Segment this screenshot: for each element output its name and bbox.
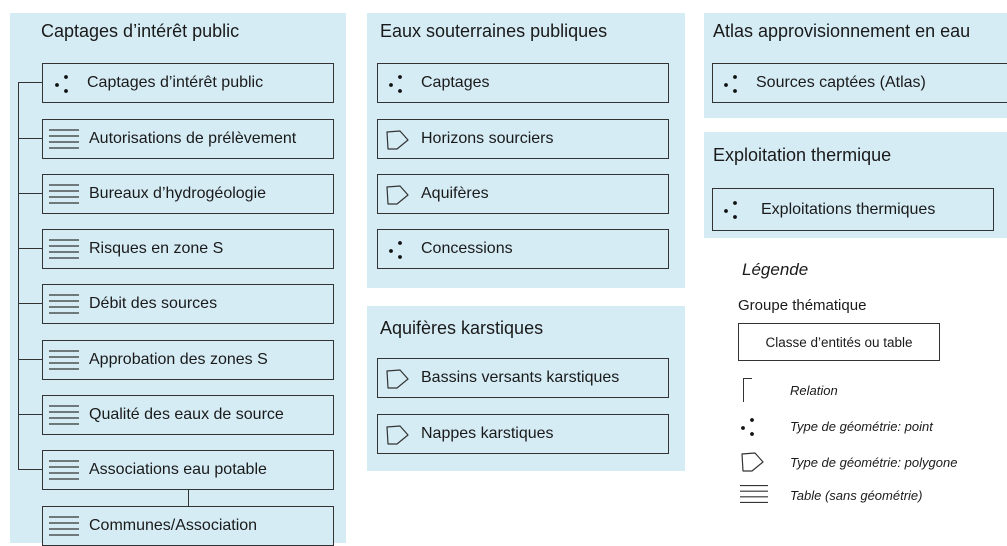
entity-label: Nappes karstiques <box>421 425 554 442</box>
entity-label: Concessions <box>421 240 513 257</box>
entity-sources-captees-atlas[interactable]: Sources captées (Atlas) <box>712 63 1007 103</box>
entity-label: Communes/Association <box>89 517 258 534</box>
legend-group-label: Groupe thématique <box>738 297 867 314</box>
table-icon <box>49 516 79 536</box>
legend-point-text: Type de géométrie: point <box>790 419 933 434</box>
legend-title: Légende <box>742 260 809 279</box>
legend-class-box: Classe d’entités ou table <box>738 323 940 361</box>
legend-polygon-icon <box>741 452 765 472</box>
entity-autorisations-prelevement[interactable]: Autorisations de prélèvement <box>42 119 334 159</box>
entity-label: Sources captées (Atlas) <box>756 74 926 91</box>
group-title-captages-interet-public: Captages d’intérêt public <box>41 21 240 41</box>
point-geometry-icon <box>722 200 748 220</box>
group-title-aquiferes-karstiques: Aquifères karstiques <box>380 318 544 338</box>
relation-line-stub <box>18 193 42 195</box>
legend-relation-horizontal <box>743 378 752 380</box>
relation-line-association <box>188 488 190 507</box>
entity-label: Approbation des zones S <box>89 351 268 368</box>
relation-line-stub <box>18 138 42 140</box>
legend-relation-vertical <box>743 378 745 402</box>
legend-relation-text: Relation <box>790 383 838 398</box>
legend-table-text: Table (sans géométrie) <box>790 488 923 503</box>
entity-exploitations-thermiques[interactable]: Exploitations thermiques <box>712 188 994 231</box>
polygon-geometry-icon <box>386 425 410 445</box>
relation-line-stub <box>18 303 42 305</box>
entity-concessions[interactable]: Concessions <box>377 229 669 269</box>
point-geometry-icon <box>722 74 748 94</box>
entity-label: Captages d’intérêt public <box>87 74 264 91</box>
entity-label: Bureaux d’hydrogéologie <box>89 185 267 202</box>
legend-polygon-text: Type de géométrie: polygone <box>790 455 958 470</box>
relation-line-stub <box>18 469 42 471</box>
entity-qualite-eaux-source[interactable]: Qualité des eaux de source <box>42 395 334 435</box>
legend-point-icon <box>739 417 765 437</box>
entity-nappes-karstiques[interactable]: Nappes karstiques <box>377 414 669 454</box>
relation-line-stub <box>18 248 42 250</box>
legend-table-icon <box>740 484 768 504</box>
group-title-eaux-souterraines: Eaux souterraines publiques <box>380 21 608 41</box>
table-icon <box>49 350 79 370</box>
table-icon <box>49 239 79 259</box>
point-geometry-icon <box>387 74 413 94</box>
entity-associations-eau-potable[interactable]: Associations eau potable <box>42 450 334 490</box>
entity-communes-association[interactable]: Communes/Association <box>42 506 334 546</box>
entity-horizons-sourciers[interactable]: Horizons sourciers <box>377 119 669 159</box>
polygon-geometry-icon <box>386 185 410 205</box>
point-geometry-icon <box>53 74 79 94</box>
entity-label: Aquifères <box>421 185 489 202</box>
table-icon <box>49 129 79 149</box>
entity-captages-interet-public[interactable]: Captages d’intérêt public <box>42 63 334 103</box>
entity-debit-sources[interactable]: Débit des sources <box>42 284 334 324</box>
relation-line-vertical <box>18 82 20 470</box>
relation-line-stub <box>18 359 42 361</box>
entity-label: Bassins versants karstiques <box>421 369 620 386</box>
entity-aquiferes[interactable]: Aquifères <box>377 174 669 214</box>
entity-label: Débit des sources <box>89 295 218 312</box>
entity-captages[interactable]: Captages <box>377 63 669 103</box>
point-geometry-icon <box>387 240 413 260</box>
entity-label: Associations eau potable <box>89 461 267 478</box>
polygon-geometry-icon <box>386 369 410 389</box>
entity-label: Risques en zone S <box>89 240 224 257</box>
entity-label: Horizons sourciers <box>421 130 554 147</box>
table-icon <box>49 460 79 480</box>
entity-risques-zone-s[interactable]: Risques en zone S <box>42 229 334 269</box>
relation-line-stub <box>18 414 42 416</box>
table-icon <box>49 294 79 314</box>
entity-bassins-versants-karstiques[interactable]: Bassins versants karstiques <box>377 358 669 398</box>
polygon-geometry-icon <box>386 130 410 150</box>
relation-line-stub <box>18 82 42 84</box>
group-title-exploitation-thermique: Exploitation thermique <box>713 145 892 165</box>
table-icon <box>49 405 79 425</box>
entity-label: Exploitations thermiques <box>761 200 936 218</box>
entity-label: Qualité des eaux de source <box>89 406 284 423</box>
entity-approbation-zones-s[interactable]: Approbation des zones S <box>42 340 334 380</box>
entity-label: Autorisations de prélèvement <box>89 130 297 147</box>
table-icon <box>49 184 79 204</box>
group-title-atlas: Atlas approvisionnement en eau <box>713 21 971 41</box>
entity-bureaux-hydrogeologie[interactable]: Bureaux d’hydrogéologie <box>42 174 334 214</box>
entity-label: Captages <box>421 74 490 91</box>
